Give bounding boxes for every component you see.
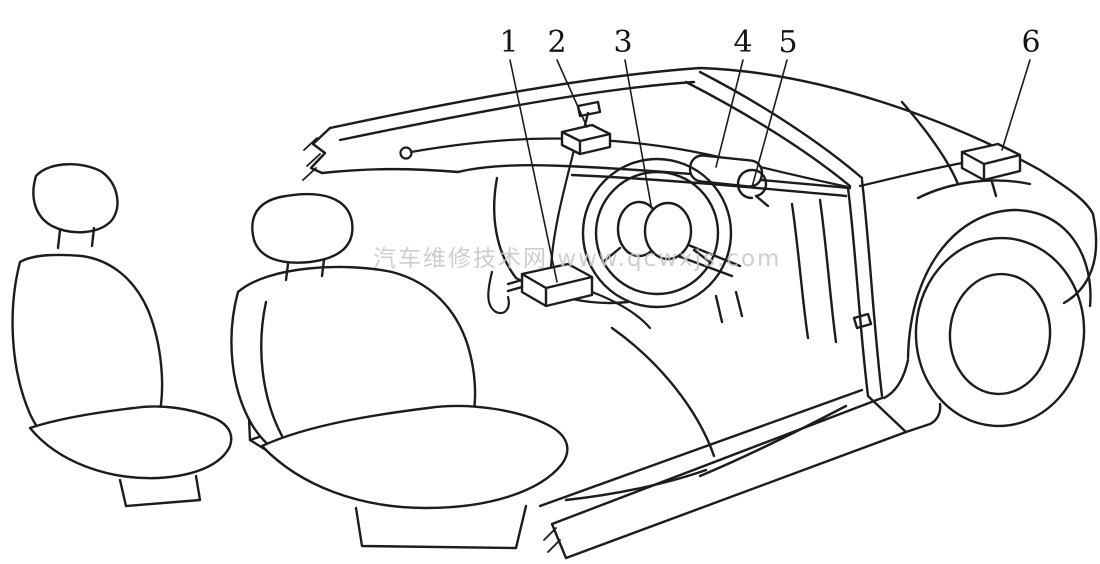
harness-to-front-sensor: [858, 161, 964, 188]
driver-airbag-module-right: [643, 201, 693, 261]
roof-and-hood-line: [328, 66, 1095, 216]
door-jamb-inner: [846, 186, 870, 398]
left-headrest-posts: [56, 226, 96, 250]
callout-labels: 1 2 3 4 5 6: [499, 25, 1040, 60]
sill-hatch-marks: [543, 527, 561, 553]
callout-label-3: 3: [613, 25, 632, 60]
front-impact-sensor: [960, 142, 1022, 198]
airbag-ecu: [506, 262, 594, 308]
dash-left-edge: [492, 176, 518, 280]
driver-seat: [230, 192, 569, 550]
steering-wheel-inner-rim: [594, 170, 720, 296]
leader-line-3: [624, 59, 652, 206]
cut-hatch-marks: [302, 137, 321, 181]
wheel-spoke-left: [601, 246, 622, 264]
front-sensor-box: [960, 142, 1022, 182]
wheel-spoke-right: [692, 248, 712, 264]
car-body-outline: [302, 66, 1098, 305]
steering-column-bottom: [676, 254, 734, 278]
driver-seat-base: [354, 504, 528, 550]
left-seat-cushion: [28, 405, 233, 480]
front-wheel-rim: [948, 272, 1052, 396]
dash-sensor: [560, 100, 612, 156]
hood-crease: [900, 100, 960, 186]
pedal-2: [734, 290, 744, 318]
sill-inner-line: [538, 388, 864, 508]
driver-seat-cushion: [260, 404, 569, 510]
body-under-door: [904, 402, 942, 434]
leader-line-6: [1001, 59, 1031, 151]
door-jamb-outer: [860, 178, 884, 398]
door-opening: [538, 178, 908, 560]
left-seat-base: [118, 474, 202, 508]
door-sill: [550, 396, 908, 560]
dash-sensor-box: [560, 123, 612, 156]
door-latch: [852, 312, 873, 330]
clock-spring-coil: [736, 168, 770, 208]
a-pillar-inner: [684, 80, 852, 188]
wiring-harness: [399, 137, 964, 330]
car-line-art: [11, 66, 1098, 560]
leader-line-2: [556, 59, 588, 128]
callout-label-4: 4: [733, 25, 752, 60]
a-pillar-outer: [698, 70, 864, 180]
dash-top-line-2: [570, 173, 848, 198]
front-tire: [914, 236, 1086, 428]
left-seat: [11, 163, 233, 508]
watermark-text: 汽车维修技术网 www.qcwxjs.com: [373, 246, 781, 272]
wheel-arch: [906, 208, 1092, 360]
roof-inner-line: [338, 80, 696, 142]
front-body-edge: [1062, 212, 1098, 305]
interior-floor: [564, 198, 848, 502]
front-apron-line: [916, 179, 1032, 200]
driver-headrest: [251, 192, 354, 264]
callout-label-5: 5: [778, 25, 797, 60]
driver-seat-bolster-line: [260, 300, 284, 438]
callout-leader-lines: [509, 59, 1031, 283]
body-cut-edge: [309, 126, 332, 175]
leader-line-5: [751, 59, 788, 188]
body-behind-wheel: [882, 358, 910, 400]
leader-line-4: [715, 59, 744, 168]
ecu-rear-wire: [590, 290, 652, 330]
dash-top-line: [456, 164, 852, 190]
callout-label-2: 2: [547, 25, 566, 60]
callout-label-1: 1: [499, 25, 518, 60]
bracket-hook: [487, 270, 510, 315]
door-panel-line-2: [818, 198, 838, 344]
callout-label-6: 6: [1021, 25, 1040, 60]
door-panel-line-1: [790, 202, 810, 340]
leader-line-1: [509, 59, 558, 283]
column-components: [688, 154, 770, 208]
front-wheel: [882, 208, 1092, 434]
ecu-connector-pins: [506, 278, 524, 293]
floor-edge-line: [698, 404, 848, 478]
carpet-line: [564, 468, 708, 502]
left-headrest: [32, 163, 119, 234]
driver-headrest-posts: [284, 258, 326, 282]
floor-tunnel-line: [610, 326, 716, 458]
steering-wheel: [581, 157, 733, 309]
pedal-1: [714, 294, 724, 324]
harness-main-run: [409, 137, 850, 189]
steering-wheel-outer-rim: [581, 157, 733, 309]
front-sensor-mount: [990, 180, 998, 198]
beltline: [320, 167, 460, 175]
harness-end-loop: [399, 146, 413, 160]
